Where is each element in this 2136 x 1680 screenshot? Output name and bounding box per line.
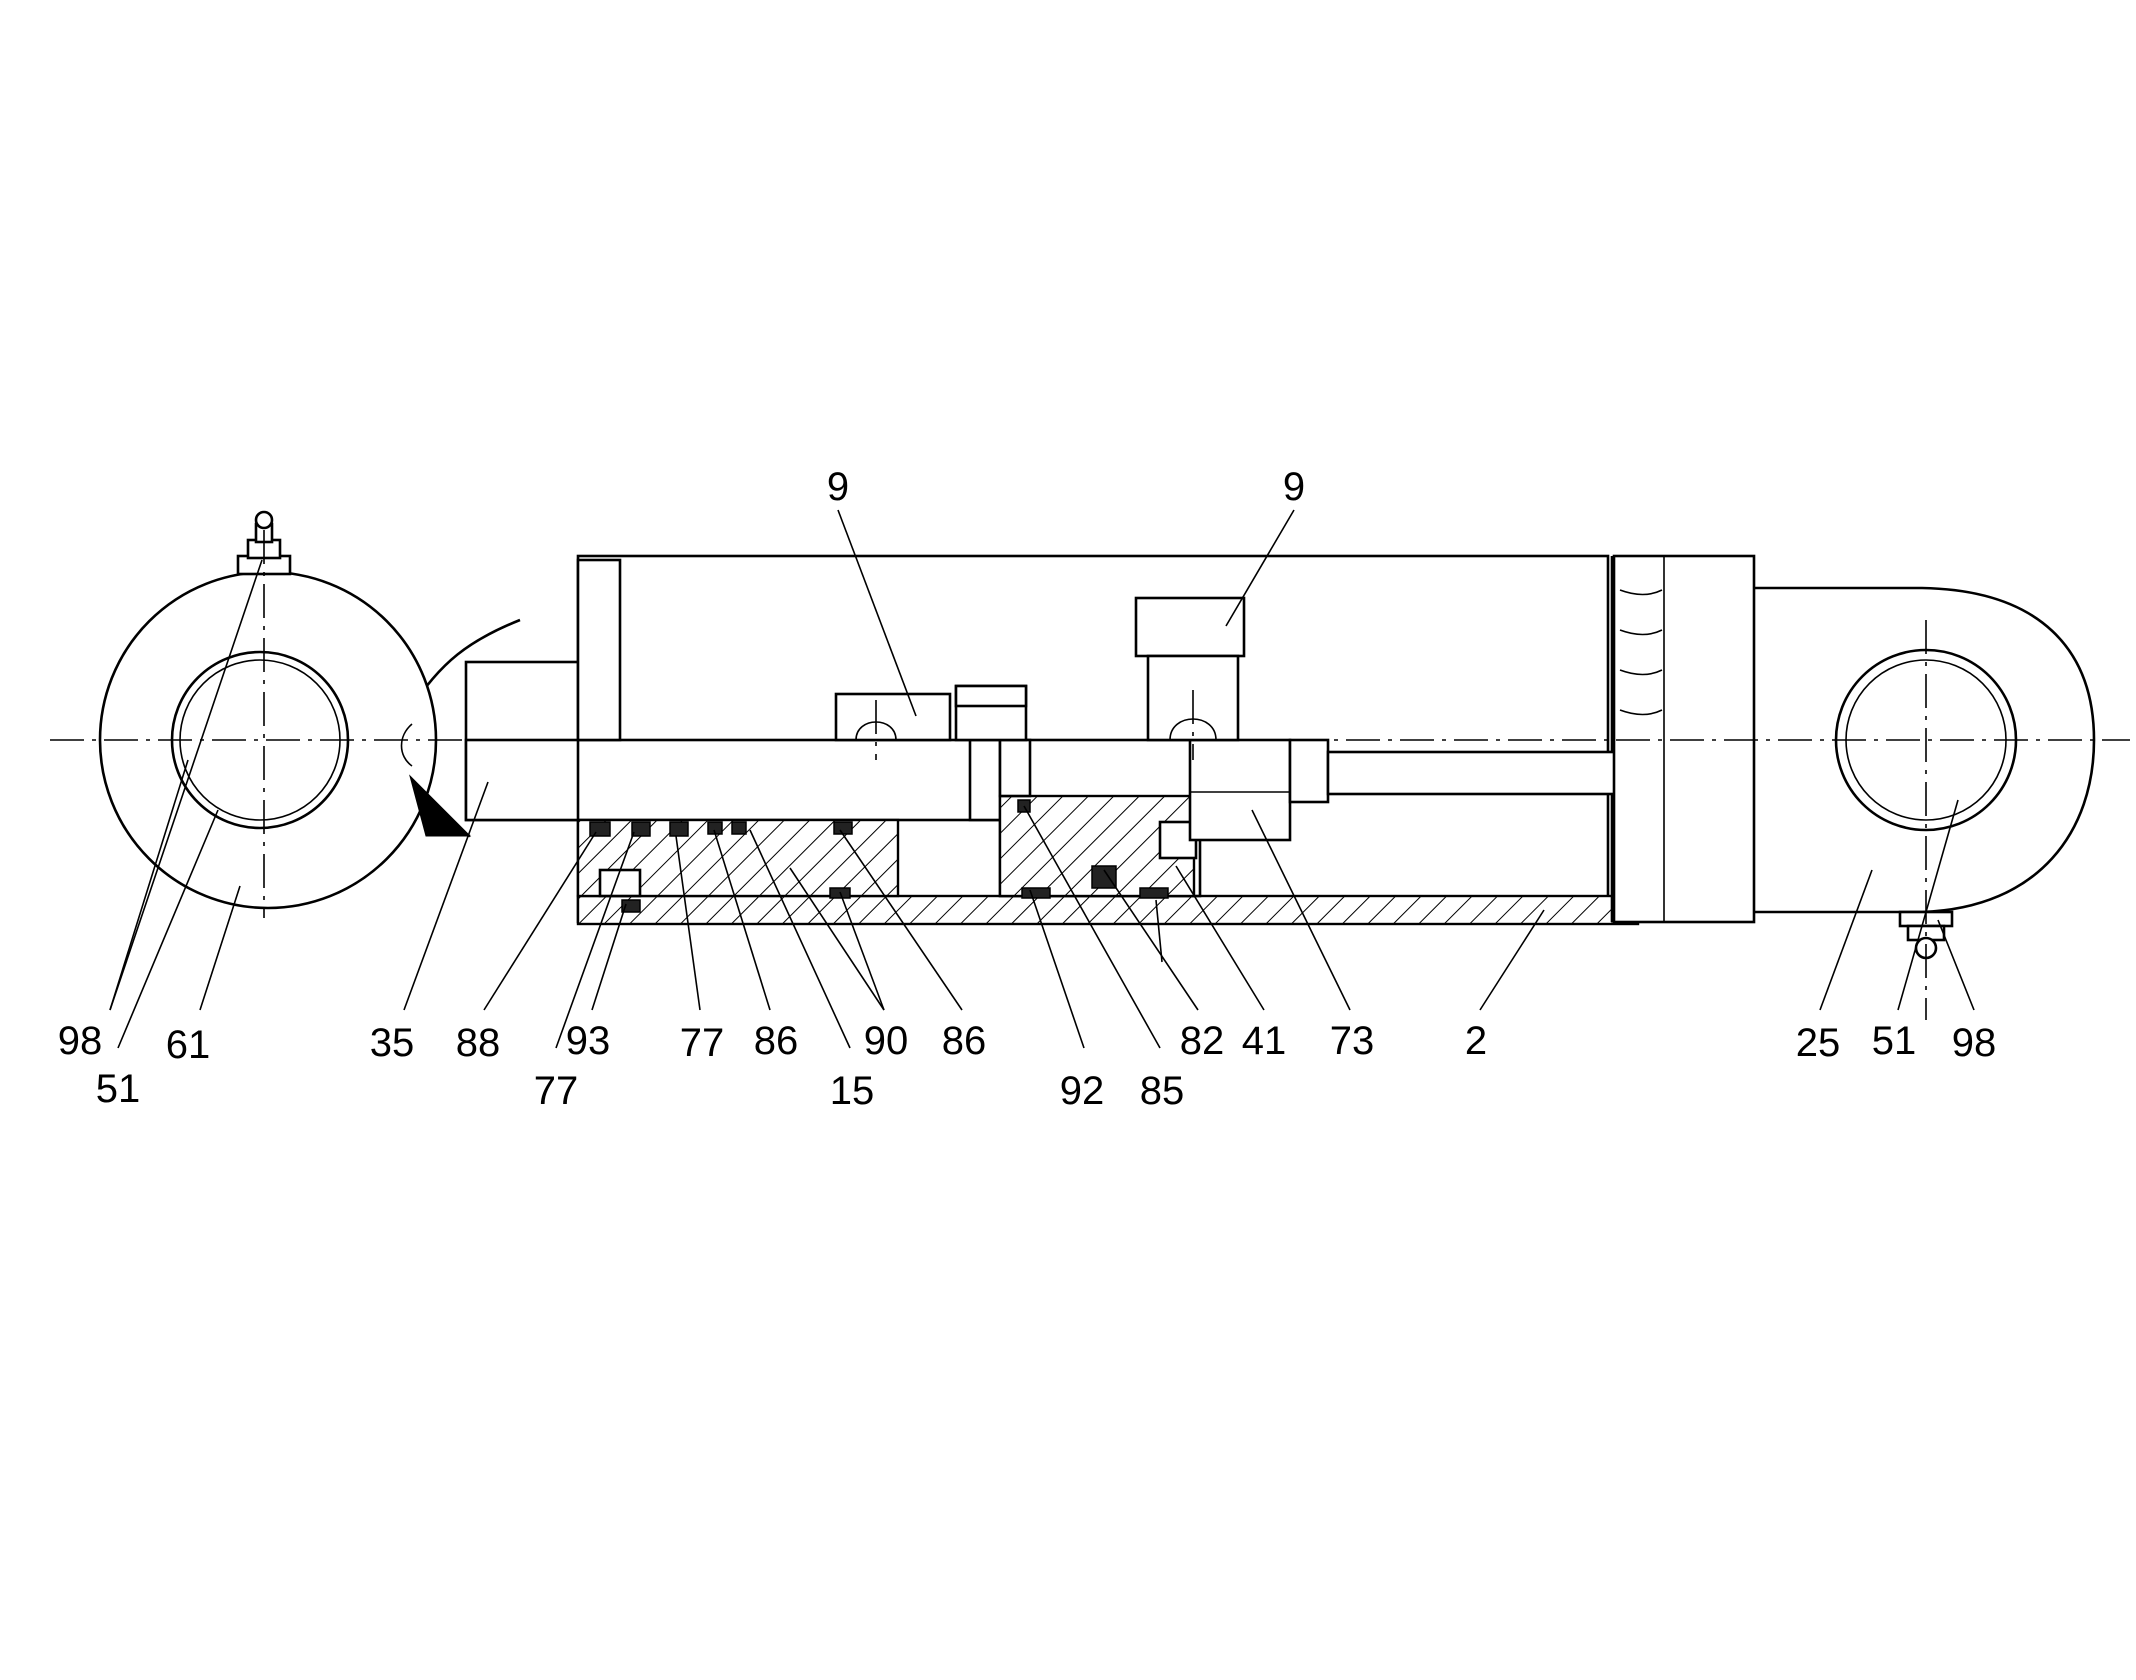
leader-lines	[109, 509, 1975, 1049]
label-90: 90	[864, 1019, 909, 1063]
label-86-right: 86	[942, 1019, 987, 1063]
label-15: 15	[830, 1069, 875, 1113]
label-51-left: 51	[96, 1067, 141, 1111]
label-51-right: 51	[1872, 1019, 1917, 1063]
port-left	[834, 684, 1028, 760]
grease-nipple-left	[236, 510, 292, 576]
label-35: 35	[370, 1021, 415, 1065]
label-88: 88	[456, 1021, 501, 1065]
piston-nut	[1188, 738, 1620, 842]
label-98-left: 98	[58, 1019, 103, 1063]
part-labels: 9 9 98 51 61 35 88 77 93 77 86 15 90 86 …	[58, 465, 1997, 1113]
gland-head	[576, 818, 900, 913]
label-93: 93	[566, 1019, 611, 1063]
base-eye-right	[1612, 554, 2096, 924]
label-92: 92	[1060, 1069, 1105, 1113]
label-41: 41	[1242, 1019, 1287, 1063]
label-9-left: 9	[827, 465, 849, 509]
label-86-left: 86	[754, 1019, 799, 1063]
port-right	[1134, 596, 1246, 760]
label-73: 73	[1330, 1019, 1375, 1063]
label-9-right: 9	[1283, 465, 1305, 509]
label-2: 2	[1465, 1019, 1487, 1063]
label-77-lower: 77	[534, 1069, 579, 1113]
label-85: 85	[1140, 1069, 1185, 1113]
label-61: 61	[166, 1023, 211, 1067]
piston	[998, 738, 1202, 899]
label-77-upper: 77	[680, 1021, 725, 1065]
label-98-right: 98	[1952, 1021, 1997, 1065]
piston-rod	[464, 660, 1020, 822]
label-25: 25	[1796, 1021, 1841, 1065]
label-82: 82	[1180, 1019, 1225, 1063]
